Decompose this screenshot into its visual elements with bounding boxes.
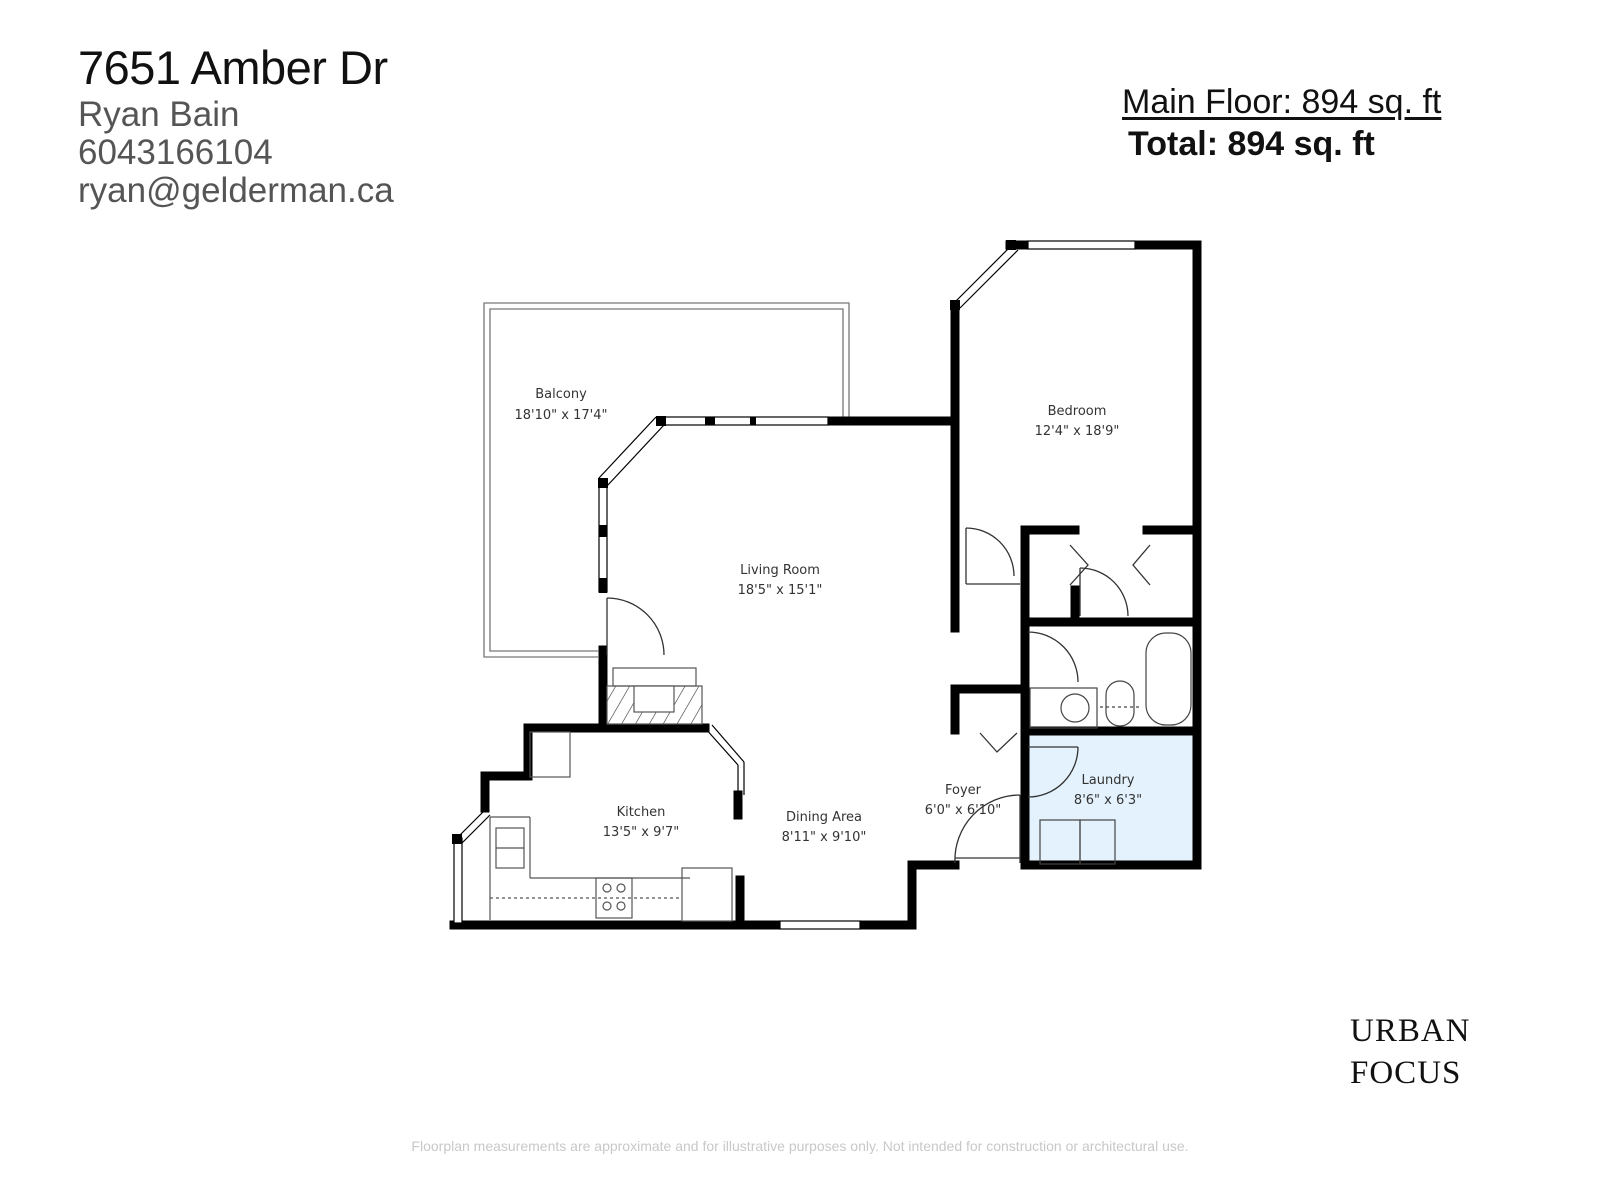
- walls: [449, 240, 1202, 930]
- kitchen-fixtures: [489, 667, 733, 922]
- window-mullions: [599, 417, 756, 593]
- total-area: Total: 894 sq. ft: [1128, 125, 1375, 163]
- property-address: 7651 Amber Dr: [78, 41, 388, 94]
- laundry-appliances: [1039, 819, 1116, 865]
- svg-text:18'10" x 17'4": 18'10" x 17'4": [515, 408, 608, 423]
- balcony-outline: [483, 302, 850, 658]
- wall-corners: [452, 240, 1016, 844]
- svg-text:8'6" x 6'3": 8'6" x 6'3": [1074, 793, 1142, 808]
- laundry-fill: [1025, 735, 1193, 865]
- svg-text:18'5" x 15'1": 18'5" x 15'1": [738, 583, 823, 598]
- bath-fixtures: [1029, 632, 1192, 729]
- svg-text:Bedroom: Bedroom: [1048, 404, 1107, 419]
- svg-text:Living Room: Living Room: [740, 563, 820, 578]
- disclaimer-text: Floorplan measurements are approximate a…: [411, 1138, 1189, 1154]
- main-floor-area: Main Floor: 894 sq. ft: [1122, 83, 1442, 121]
- svg-text:8'11" x 9'10": 8'11" x 9'10": [782, 830, 867, 845]
- room-label-bedroom: Bedroom 12'4" x 18'9": [1035, 404, 1120, 439]
- svg-text:Balcony: Balcony: [535, 387, 587, 402]
- agent-phone: 6043166104: [78, 133, 273, 172]
- agent-name: Ryan Bain: [78, 95, 240, 134]
- agent-email: ryan@gelderman.ca: [78, 171, 394, 210]
- room-label-dining-area: Dining Area 8'11" x 9'10": [782, 810, 867, 845]
- room-label-balcony: Balcony 18'10" x 17'4": [515, 387, 608, 423]
- area-summary: Main Floor: 894 sq. ft Total: 894 sq. ft: [1122, 80, 1441, 164]
- door-swings: [606, 527, 1151, 864]
- svg-text:Foyer: Foyer: [945, 783, 982, 798]
- angled-windows: [456, 244, 1019, 844]
- svg-text:Dining Area: Dining Area: [786, 810, 862, 825]
- room-label-foyer: Foyer 6'0" x 6'10": [925, 783, 1001, 818]
- brand-logo: URBAN FOCUS: [1350, 1010, 1471, 1094]
- room-label-kitchen: Kitchen 13'5" x 9'7": [603, 805, 679, 840]
- svg-text:Laundry: Laundry: [1082, 773, 1135, 788]
- svg-text:13'5" x 9'7": 13'5" x 9'7": [603, 825, 679, 840]
- room-label-living-room: Living Room 18'5" x 15'1": [738, 563, 823, 598]
- svg-text:6'0" x 6'10": 6'0" x 6'10": [925, 803, 1001, 818]
- brand-line-1: URBAN: [1350, 1013, 1471, 1049]
- svg-text:Kitchen: Kitchen: [617, 805, 666, 820]
- svg-text:12'4" x 18'9": 12'4" x 18'9": [1035, 424, 1120, 439]
- brand-line-2: FOCUS: [1350, 1055, 1462, 1091]
- room-label-laundry: Laundry 8'6" x 6'3": [1074, 773, 1142, 808]
- listing-header: 7651 Amber Dr Ryan Bain 6043166104 ryan@…: [78, 40, 394, 210]
